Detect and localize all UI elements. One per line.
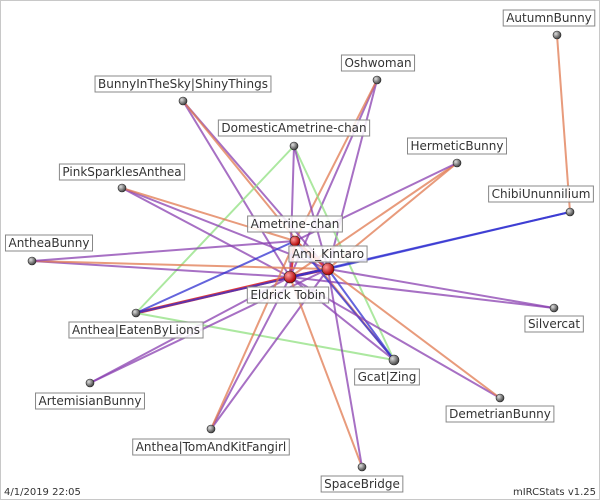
node-Oshwoman — [373, 76, 381, 84]
node-label-text: Ametrine-chan — [251, 217, 340, 231]
label-AmiKintaro: Ami_Kintaro — [289, 246, 367, 262]
node-SpaceBridge — [358, 463, 366, 471]
label-SpaceBridge: SpaceBridge — [321, 476, 403, 492]
node-AntheaEaten — [132, 309, 140, 317]
edge-AutumnBunny-ChibiUnunnilium — [557, 35, 570, 212]
label-EldrickTobin: Eldrick Tobin — [247, 287, 328, 303]
edge-AntheaTom-AmetrineChan — [211, 241, 295, 429]
node-PinkSparkles — [118, 184, 126, 192]
node-label-text: Eldrick Tobin — [250, 288, 325, 302]
node-label-text: DomesticAmetrine-chan — [221, 121, 366, 135]
node-label-text: Ami_Kintaro — [292, 247, 364, 261]
node-label-text: BunnyInTheSky|ShinyThings — [98, 77, 268, 91]
node-DemetrianBunny — [496, 394, 504, 402]
label-BunnyInTheSky: BunnyInTheSky|ShinyThings — [95, 76, 271, 92]
node-label-text: DemetrianBunny — [449, 407, 551, 421]
node-DomesticAmetrine — [290, 142, 298, 150]
node-label-text: ChibiUnunnilium — [492, 187, 591, 201]
node-AmetrineChan — [290, 236, 300, 246]
node-AmiKintaro — [322, 263, 334, 275]
label-Silvercat: Silvercat — [525, 316, 583, 332]
edge-AntheaBunny-EldrickTobin — [32, 261, 290, 277]
node-AntheaBunny — [28, 257, 36, 265]
node-label-text: ArtemisianBunny — [39, 394, 142, 408]
node-AutumnBunny — [553, 31, 561, 39]
node-label-text: HermeticBunny — [411, 139, 504, 153]
node-ArtemisianBunny — [86, 379, 94, 387]
label-ArtemisianBunny: ArtemisianBunny — [36, 393, 145, 409]
label-HermeticBunny: HermeticBunny — [408, 138, 507, 154]
node-label-text: Oshwoman — [344, 56, 411, 70]
label-GcatZing: Gcat|Zing — [355, 369, 420, 385]
label-PinkSparkles: PinkSparklesAnthea — [59, 164, 184, 180]
node-Silvercat — [550, 304, 558, 312]
node-BunnyInTheSky — [179, 97, 187, 105]
node-GcatZing — [389, 355, 399, 365]
label-AntheaTom: Anthea|TomAndKitFangirl — [133, 439, 290, 455]
node-label-text: PinkSparklesAnthea — [62, 165, 181, 179]
label-DomesticAmetrine: DomesticAmetrine-chan — [218, 120, 369, 136]
generated-date: 4/1/2019 22:05 — [4, 487, 81, 498]
node-label-text: Gcat|Zing — [358, 370, 417, 384]
label-Oshwoman: Oshwoman — [341, 55, 414, 71]
edge-Silvercat-AmiKintaro — [328, 269, 554, 308]
label-AutumnBunny: AutumnBunny — [503, 10, 595, 26]
label-ChibiUnunnilium: ChibiUnunnilium — [489, 186, 594, 202]
node-label-text: Anthea|EatenByLions — [72, 323, 200, 337]
node-label-text: Silvercat — [528, 317, 580, 331]
node-label-text: AntheaBunny — [8, 236, 89, 250]
node-AntheaTom — [207, 425, 215, 433]
generator-credit: mIRCStats v1.25 — [513, 487, 596, 498]
node-EldrickTobin — [284, 271, 296, 283]
label-AntheaBunny: AntheaBunny — [5, 235, 92, 251]
node-HermeticBunny — [453, 159, 461, 167]
node-ChibiUnunnilium — [566, 208, 574, 216]
node-label-text: Anthea|TomAndKitFangirl — [136, 440, 287, 454]
label-AntheaEaten: Anthea|EatenByLions — [69, 322, 203, 338]
node-label-text: SpaceBridge — [324, 477, 400, 491]
label-AmetrineChan: Ametrine-chan — [248, 216, 343, 232]
node-label-text: AutumnBunny — [506, 11, 592, 25]
label-layer: AutumnBunnyOshwomanBunnyInTheSky|ShinyTh… — [5, 10, 594, 492]
label-DemetrianBunny: DemetrianBunny — [446, 406, 554, 422]
